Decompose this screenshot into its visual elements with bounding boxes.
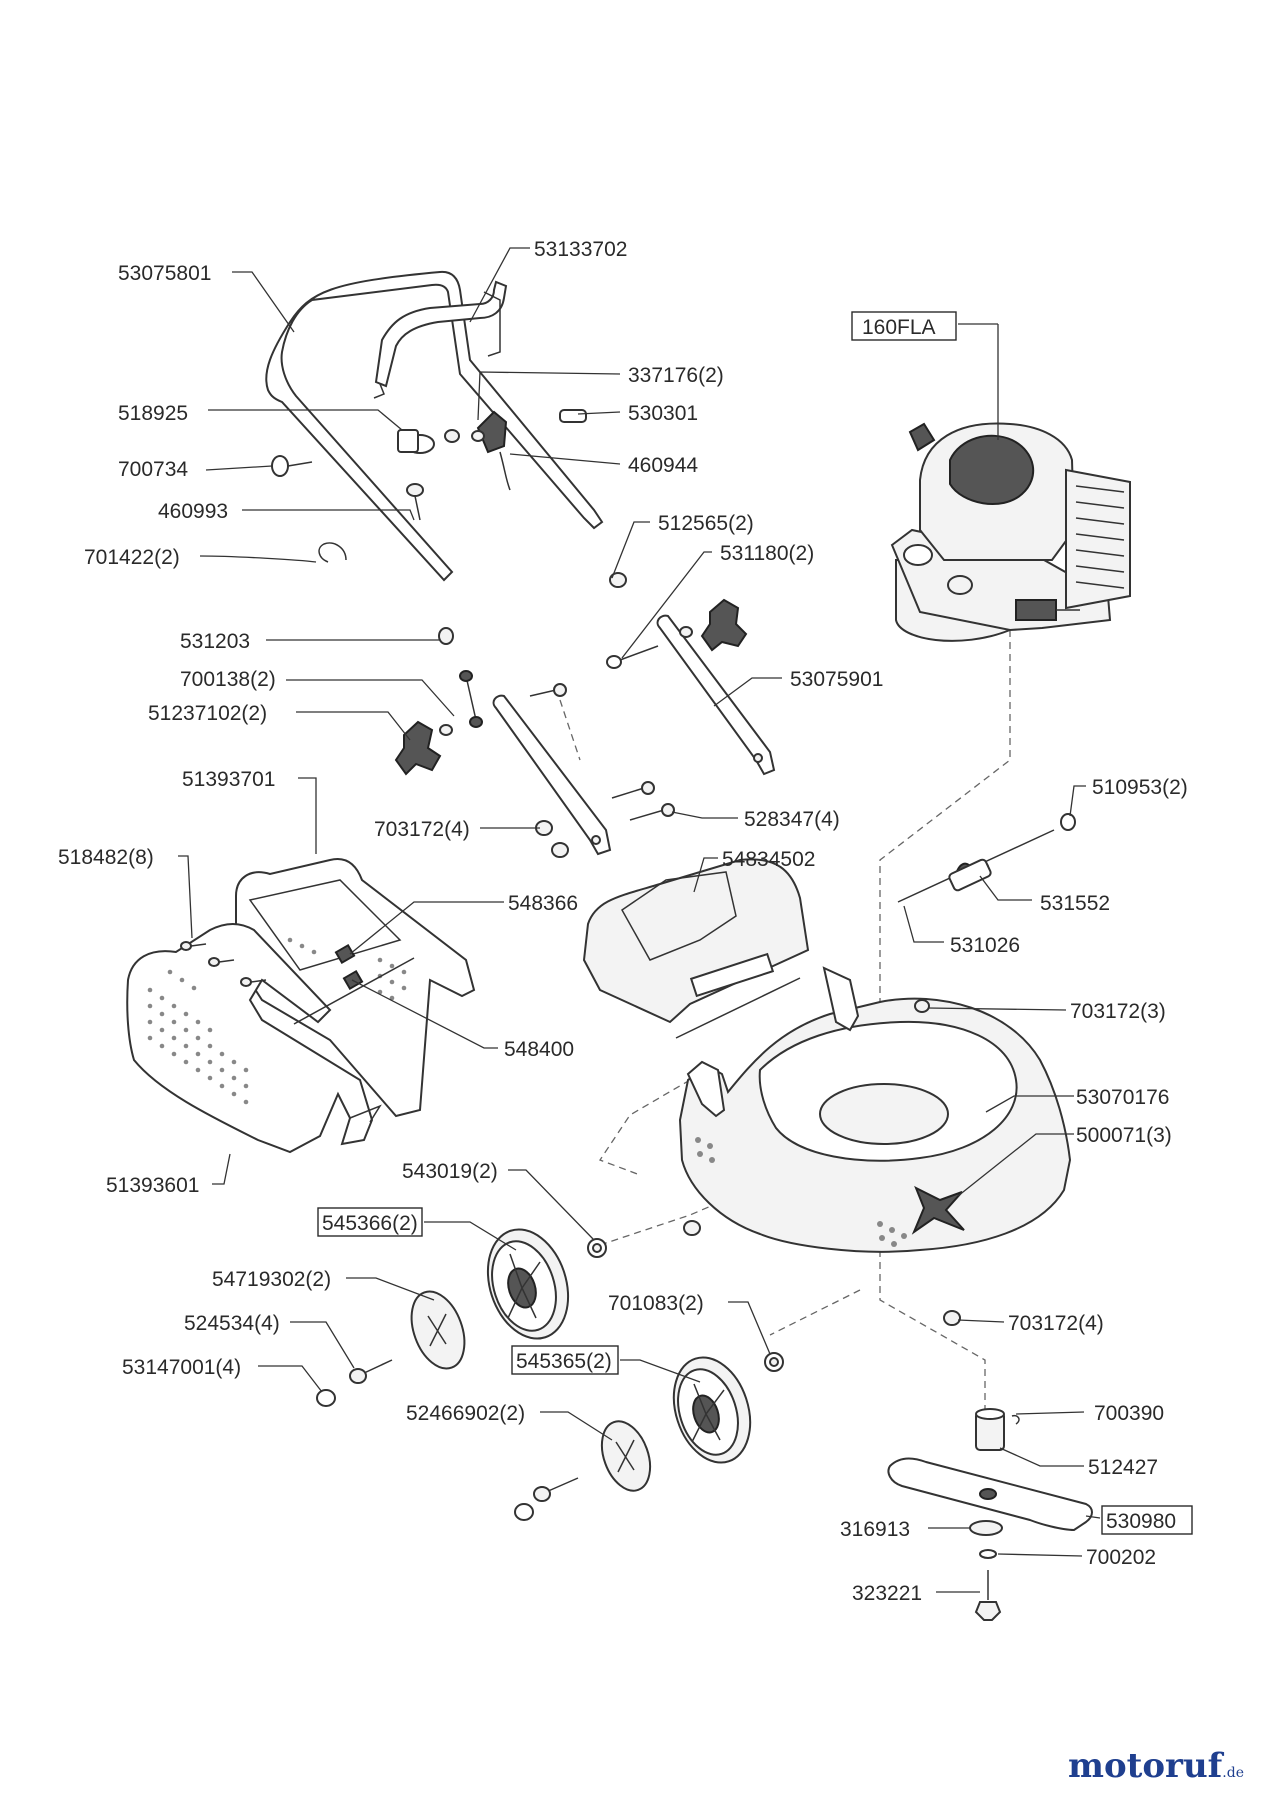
label-701083: 701083(2) — [608, 1292, 704, 1315]
label-box-545365 — [511, 1345, 619, 1375]
label-700390: 700390 — [1094, 1402, 1164, 1425]
deck-vent-dots — [695, 1137, 907, 1247]
label-512427: 512427 — [1088, 1456, 1158, 1479]
label-500071: 500071(3) — [1076, 1124, 1172, 1147]
part-labels: 53075801 53133702 160FLA 337176(2) 51892… — [58, 238, 1193, 1605]
label-524534: 524534(4) — [184, 1312, 280, 1335]
label-51393701: 51393701 — [182, 768, 275, 791]
label-531180: 531180(2) — [720, 542, 814, 565]
label-51393601: 51393601 — [106, 1174, 199, 1197]
label-box-545366 — [317, 1207, 423, 1237]
label-548366: 548366 — [508, 892, 578, 915]
label-548400: 548400 — [504, 1038, 574, 1061]
engine-160FLA — [890, 422, 1131, 642]
label-528347: 528347(4) — [744, 808, 840, 831]
label-323221: 323221 — [852, 1582, 922, 1605]
label-531203: 531203 — [180, 630, 250, 653]
axle-531026 — [897, 813, 1076, 903]
wheel-545366 — [486, 1228, 570, 1340]
label-337176: 337176(2) — [628, 364, 724, 387]
label-703172c: 703172(4) — [1008, 1312, 1104, 1335]
knob-51237102 — [394, 720, 453, 776]
label-box-160FLA — [851, 311, 957, 341]
grass-bag-frame-51393701 — [235, 858, 476, 1118]
hubcap-54719302 — [410, 1290, 466, 1370]
handle-hardware — [271, 409, 587, 521]
label-545365: 545365(2) — [516, 1350, 612, 1373]
label-53133702: 53133702 — [534, 238, 627, 261]
label-703172b: 703172(3) — [1070, 1000, 1166, 1023]
label-531026: 531026 — [950, 934, 1020, 957]
label-700202: 700202 — [1086, 1546, 1156, 1569]
label-531552: 531552 — [1040, 892, 1110, 915]
label-512565: 512565(2) — [658, 512, 754, 535]
label-543019: 543019(2) — [402, 1160, 498, 1183]
label-54834502: 54834502 — [722, 848, 815, 871]
label-53147001: 53147001(4) — [122, 1356, 241, 1379]
label-54719302: 54719302(2) — [212, 1268, 331, 1291]
discharge-flap-54834502 — [582, 858, 810, 1039]
label-703172a: 703172(4) — [374, 818, 470, 841]
label-700734: 700734 — [118, 458, 188, 481]
leader-lines — [178, 247, 1101, 1593]
label-51237102: 51237102(2) — [148, 702, 267, 725]
clip-701422 — [318, 542, 347, 563]
label-510953: 510953(2) — [1092, 776, 1188, 799]
label-53075901: 53075901 — [790, 668, 883, 691]
bag-mesh-pattern — [147, 937, 407, 1105]
label-545366: 545366(2) — [322, 1212, 418, 1235]
label-518925: 518925 — [118, 402, 188, 425]
label-160FLA: 160FLA — [862, 316, 936, 339]
brand-name: motoruf — [1068, 1746, 1223, 1786]
brand-logo: motoruf.de — [1068, 1746, 1244, 1786]
lever-531203 — [438, 627, 567, 728]
blade-assembly — [887, 1408, 1093, 1621]
label-316913: 316913 — [840, 1518, 910, 1541]
lower-handle-bars — [492, 614, 776, 856]
brand-tld: .de — [1222, 1765, 1244, 1781]
label-518482: 518482(8) — [58, 846, 154, 869]
label-530980: 530980 — [1106, 1510, 1176, 1533]
hubcap-52466902 — [600, 1420, 652, 1492]
label-701422: 701422(2) — [84, 546, 180, 569]
label-530301: 530301 — [628, 402, 698, 425]
wheel-545365 — [672, 1356, 752, 1464]
screws-518482 — [180, 941, 267, 987]
mower-deck-53070176 — [678, 966, 1072, 1326]
knob-right — [606, 572, 748, 669]
label-box-530980 — [1101, 1505, 1193, 1535]
label-700138: 700138(2) — [180, 668, 276, 691]
grass-bag-51393601 — [126, 923, 382, 1154]
washers-and-bolts — [316, 1238, 784, 1521]
label-53075801: 53075801 — [118, 262, 211, 285]
label-460993: 460993 — [158, 500, 228, 523]
label-460944: 460944 — [628, 454, 698, 477]
label-52466902: 52466902(2) — [406, 1402, 525, 1425]
bolts-528347 — [535, 781, 675, 858]
label-53070176: 53070176 — [1076, 1086, 1169, 1109]
upper-handle-53075801 — [265, 270, 604, 582]
